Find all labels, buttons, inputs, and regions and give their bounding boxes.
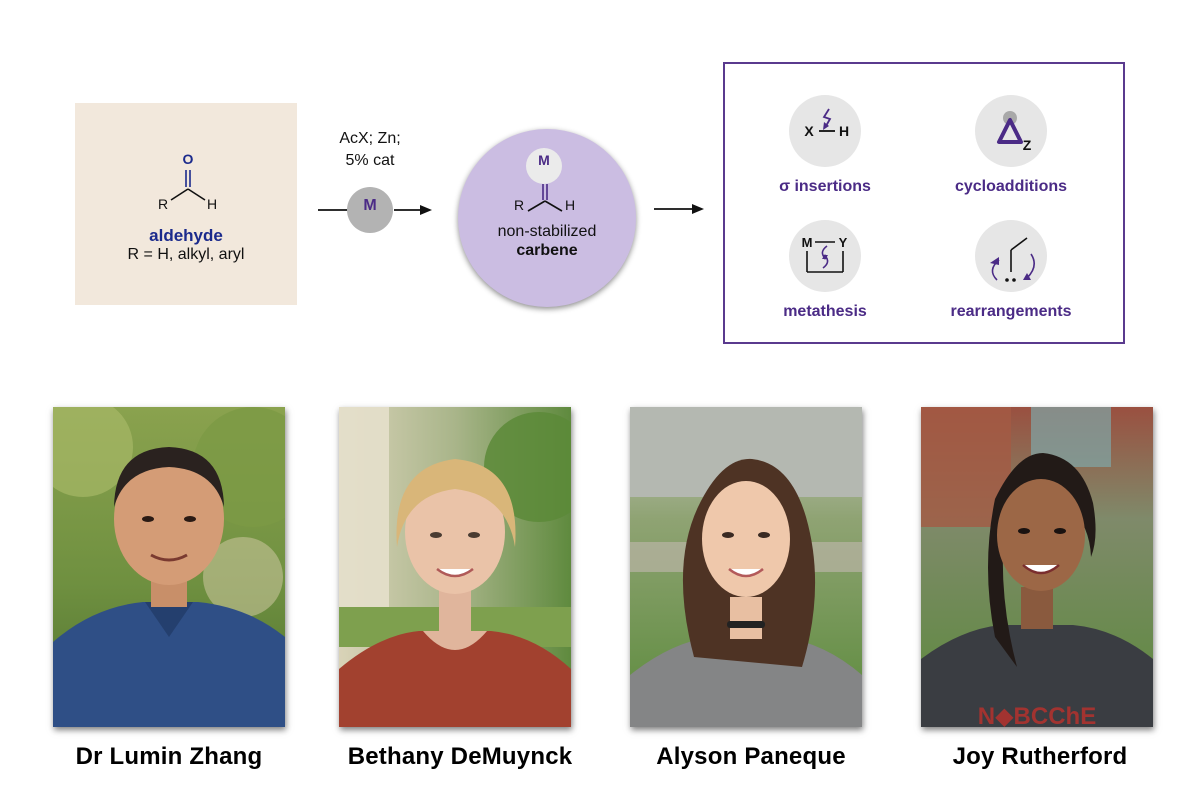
sigma-insertions-label: σ insertions xyxy=(779,178,871,195)
carbene-atom-m: M xyxy=(538,152,550,168)
insertion-atom-h: H xyxy=(839,123,849,139)
aldehyde-atom-o: O xyxy=(183,151,194,167)
name-lumin-zhang: Dr Lumin Zhang xyxy=(75,743,263,770)
carbene-atom-h: H xyxy=(565,197,575,213)
photo-alyson-paneque xyxy=(630,407,862,727)
metathesis-atom-m: M xyxy=(802,235,813,250)
cycloaddition-atom-z: Z xyxy=(1023,137,1032,153)
aldehyde-atom-h: H xyxy=(207,196,217,212)
portrait-lumin-zhang xyxy=(53,407,285,727)
carbene-descriptor: non-stabilized xyxy=(497,223,597,240)
catalyst-circle xyxy=(347,187,393,233)
carbene-structure: R H xyxy=(514,184,575,213)
carbene-label: carbene xyxy=(516,242,578,259)
catalyst-label: M xyxy=(363,197,377,214)
name-alyson-paneque: Alyson Paneque xyxy=(656,743,846,770)
reaction-arrow-1 xyxy=(318,205,432,215)
xh-insertion-icon: X H xyxy=(804,108,849,139)
reagents-label: AcX; Zn; 5% cat xyxy=(318,128,422,172)
metathesis-atom-y: Y xyxy=(839,235,848,250)
aldehyde-label: aldehyde xyxy=(149,226,223,245)
cycloaddition-circle xyxy=(975,95,1047,167)
aldehyde-structure: O R H xyxy=(158,151,217,212)
name-bethany-demuynck: Bethany DeMuynck xyxy=(347,743,573,770)
reagents-line-2: 5% cat xyxy=(345,152,395,169)
cycloadditions-label: cycloadditions xyxy=(954,178,1068,195)
photo-bethany-demuynck xyxy=(339,407,571,727)
reaction-arrow-2 xyxy=(654,204,704,214)
portrait-joy-rutherford: N◆BCChE xyxy=(921,407,1153,727)
reaction-types-box xyxy=(723,62,1125,344)
aldehyde-atom-r: R xyxy=(158,196,168,212)
photo-lumin-zhang xyxy=(53,407,285,727)
aldehyde-substituents: R = H, alkyl, aryl xyxy=(127,246,245,263)
photo-joy-rutherford: N◆BCChE xyxy=(921,407,1153,727)
cyclopropane-icon: Z xyxy=(997,111,1032,153)
insertion-atom-x: X xyxy=(804,123,814,139)
rearrangements-label: rearrangements xyxy=(950,303,1072,320)
aldehyde-box xyxy=(75,103,297,305)
metathesis-label: metathesis xyxy=(783,303,867,320)
portrait-bethany-demuynck xyxy=(339,407,571,727)
rearrangement-icon xyxy=(990,237,1035,282)
name-joy-rutherford: Joy Rutherford xyxy=(952,743,1128,770)
carbene-atom-r: R xyxy=(514,197,524,213)
portrait-alyson-paneque xyxy=(630,407,862,727)
metathesis-icon: M Y xyxy=(802,235,848,273)
reagents-line-1: AcX; Zn; xyxy=(339,130,401,147)
shirt-text: N◆BCChE xyxy=(978,703,1096,727)
carbene-metal-circle xyxy=(526,148,562,184)
